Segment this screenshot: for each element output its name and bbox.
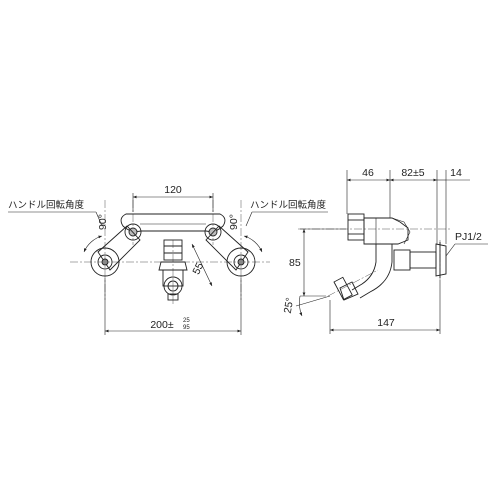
side-dims	[299, 170, 488, 334]
angle-label-right: 90°	[228, 214, 240, 230]
thread-label: PJ1/2	[455, 231, 482, 243]
front-view	[8, 193, 328, 335]
dim-label-82: 82±5	[401, 167, 424, 179]
angle-arcs	[83, 235, 263, 253]
side-spout	[339, 281, 359, 301]
tolerance-lower: 95	[183, 325, 190, 331]
handle-angle-label-right: ハンドル回転角度	[250, 199, 327, 211]
handle-angle-label-left: ハンドル回転角度	[8, 199, 85, 211]
side-body	[363, 217, 409, 245]
angle-label-25: 25°	[282, 297, 297, 315]
angle-label-left: 90°	[97, 214, 109, 230]
dim-55	[191, 243, 213, 287]
dim-label-14: 14	[450, 167, 462, 179]
arm-right	[205, 225, 249, 271]
dim-label-147: 147	[377, 317, 395, 329]
dim-label-200: 200±	[150, 319, 174, 331]
side-center-lines	[298, 228, 450, 297]
side-stem	[351, 244, 393, 299]
side-pipe	[409, 251, 437, 269]
side-nut	[393, 249, 411, 271]
dim-200	[104, 278, 242, 335]
arm-left	[97, 225, 141, 271]
dim-120	[132, 193, 214, 212]
dim-label-55: 55	[190, 261, 206, 277]
center-body	[163, 239, 183, 261]
handle-right	[226, 247, 256, 277]
dim-label-85: 85	[289, 257, 301, 269]
center-spout	[158, 261, 188, 271]
tolerance-upper: 25	[183, 318, 190, 324]
side-cap	[347, 213, 365, 241]
side-view	[295, 170, 488, 334]
handle-left	[90, 247, 120, 277]
top-crossbar	[120, 213, 226, 232]
dim-label-120: 120	[164, 184, 182, 196]
dim-label-46: 46	[362, 167, 374, 179]
